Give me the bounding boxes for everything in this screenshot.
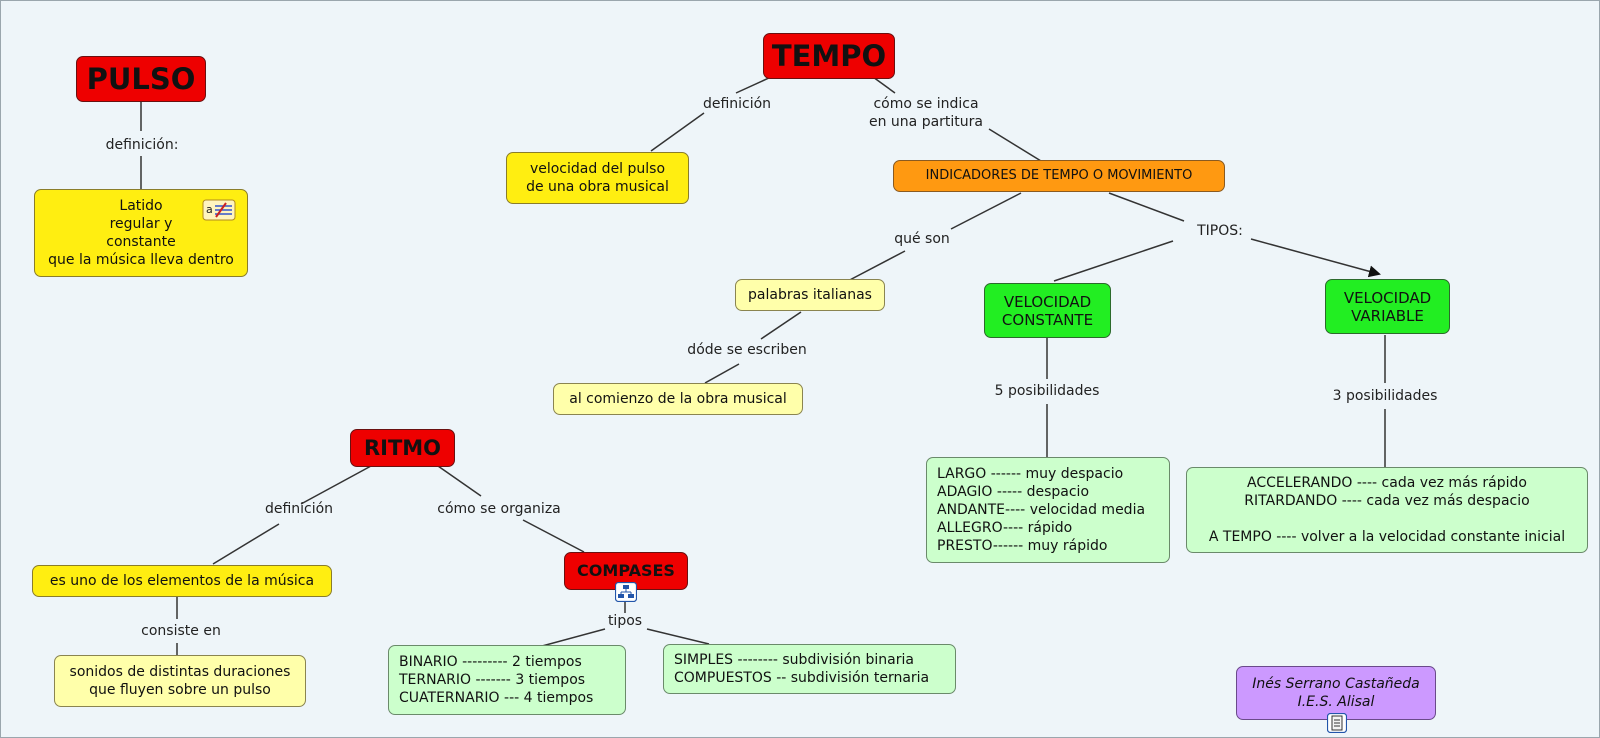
document-icon[interactable] [1326, 712, 1348, 734]
node-pulso-label: PULSO [86, 62, 196, 96]
node-velocidad-constante-label: VELOCIDAD CONSTANTE [1001, 292, 1094, 329]
node-ritmo[interactable]: RITMO [350, 429, 455, 467]
connector-line [872, 76, 896, 94]
connector-line [704, 363, 740, 384]
node-pulso[interactable]: PULSO [76, 56, 206, 102]
link-tempo-definicion: definición [702, 96, 772, 112]
connector-line [843, 250, 906, 284]
node-ritmo-definicion[interactable]: es uno de los elementos de la música [32, 565, 332, 597]
connector-line [735, 76, 772, 94]
node-tempo[interactable]: TEMPO [763, 33, 895, 79]
node-compases-subdivision-label: SIMPLES -------- subdivisión binaria COM… [674, 652, 930, 686]
note-attachment-icon[interactable]: a [202, 199, 236, 221]
link-pulso-definicion: definición: [105, 137, 179, 153]
node-tempo-definicion-label: velocidad del pulso de una obra musical [526, 161, 669, 195]
link-3-posibilidades: 3 posibilidades [1332, 388, 1438, 404]
node-indicadores-label: INDICADORES DE TEMPO O MOVIMIENTO [925, 168, 1193, 183]
node-tempo-definicion[interactable]: velocidad del pulso de una obra musical [506, 152, 689, 204]
node-autora[interactable]: Inés Serrano Castañeda I.E.S. Alisal [1236, 666, 1436, 720]
link-que-son: qué son [894, 231, 950, 247]
node-palabras-italianas[interactable]: palabras italianas [735, 279, 885, 311]
node-comienzo-obra[interactable]: al comienzo de la obra musical [553, 383, 803, 415]
node-compases-label: COMPASES [577, 561, 675, 580]
link-5-posibilidades: 5 posibilidades [994, 383, 1100, 399]
connector-line [212, 523, 280, 565]
node-palabras-italianas-label: palabras italianas [748, 287, 872, 303]
connector-line [760, 311, 802, 340]
connector-line [437, 465, 482, 497]
submap-icon[interactable] [614, 581, 638, 603]
connector-line [988, 128, 1042, 162]
node-velocidad-variable[interactable]: VELOCIDAD VARIABLE [1325, 279, 1450, 334]
link-consiste-en: consiste en [141, 623, 221, 639]
node-comienzo-obra-label: al comienzo de la obra musical [569, 391, 787, 407]
connector-arrow [1250, 238, 1381, 278]
node-lista-constante[interactable]: LARGO ------ muy despacio ADAGIO ----- d… [926, 457, 1170, 563]
link-tipos-compases: tipos [607, 613, 643, 629]
connector-line [300, 465, 372, 505]
node-compases-subdivision[interactable]: SIMPLES -------- subdivisión binaria COM… [663, 644, 956, 694]
link-tempo-como-se-indica: cómo se indica en una partitura [868, 96, 984, 130]
node-sonidos[interactable]: sonidos de distintas duraciones que fluy… [54, 655, 306, 707]
node-autora-label: Inés Serrano Castañeda I.E.S. Alisal [1252, 676, 1420, 710]
link-como-se-organiza: cómo se organiza [437, 501, 561, 517]
connector-line [522, 519, 585, 553]
connector-line [1108, 192, 1185, 222]
connector-line [646, 628, 710, 645]
link-ritmo-definicion: definición [264, 501, 334, 517]
link-tipos: TIPOS: [1197, 223, 1243, 239]
node-tempo-label: TEMPO [771, 39, 887, 73]
node-compases-tiempos-label: BINARIO --------- 2 tiempos TERNARIO ---… [399, 654, 594, 706]
node-lista-constante-label: LARGO ------ muy despacio ADAGIO ----- d… [937, 466, 1146, 554]
connector-line [1053, 240, 1174, 282]
node-pulso-definicion-label: Latido regular y constante que la música… [48, 198, 234, 268]
link-donde-se-escriben: dóde se escriben [687, 342, 807, 358]
svg-text:a: a [206, 203, 213, 216]
connector-line [950, 192, 1022, 230]
node-lista-variable-label: ACCELERANDO ---- cada vez más rápido RIT… [1208, 475, 1566, 545]
node-compases-tiempos[interactable]: BINARIO --------- 2 tiempos TERNARIO ---… [388, 645, 626, 715]
node-ritmo-label: RITMO [363, 436, 442, 460]
connector-line [650, 112, 705, 152]
node-indicadores[interactable]: INDICADORES DE TEMPO O MOVIMIENTO [893, 160, 1225, 192]
node-velocidad-variable-label: VELOCIDAD VARIABLE [1343, 288, 1432, 325]
node-velocidad-constante[interactable]: VELOCIDAD CONSTANTE [984, 283, 1111, 338]
node-lista-variable[interactable]: ACCELERANDO ---- cada vez más rápido RIT… [1186, 467, 1588, 553]
node-sonidos-label: sonidos de distintas duraciones que fluy… [69, 664, 291, 698]
node-ritmo-definicion-label: es uno de los elementos de la música [49, 573, 315, 589]
